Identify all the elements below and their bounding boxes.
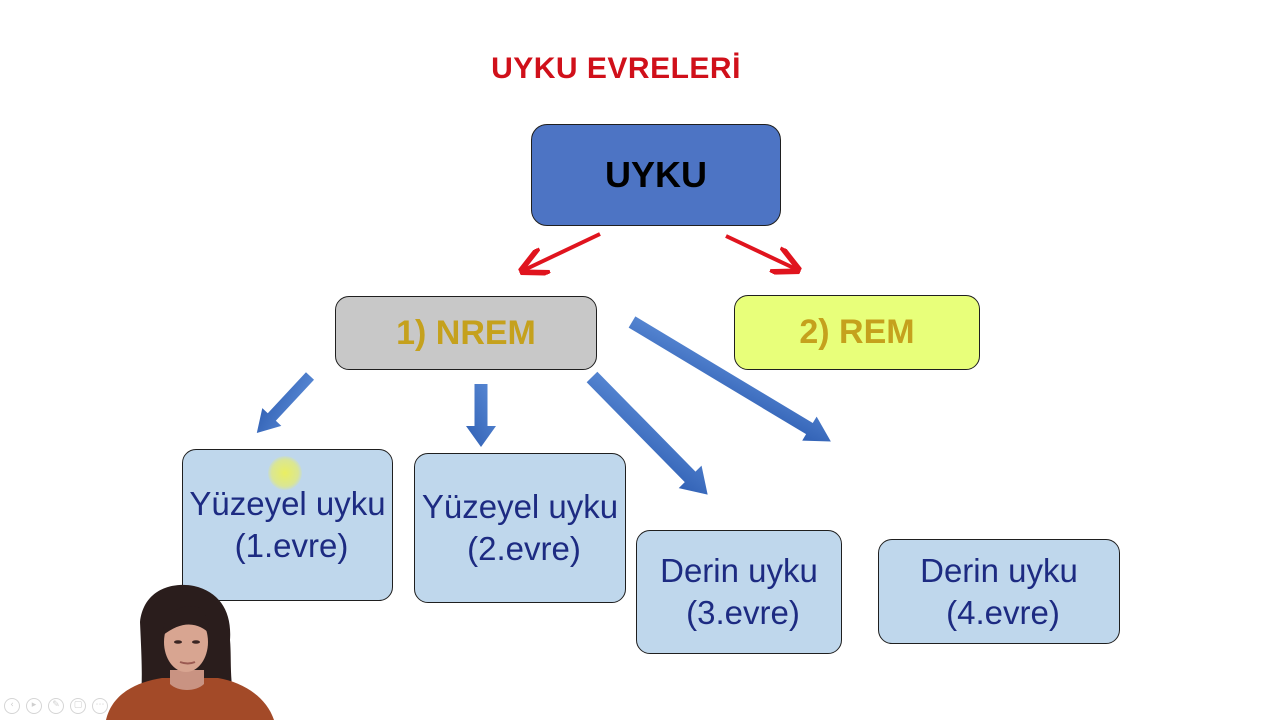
copy-icon[interactable]: ▢ xyxy=(70,698,86,714)
pen-icon[interactable]: ✎ xyxy=(48,698,64,714)
stage-2-subtitle: (2.evre) xyxy=(467,530,581,567)
laser-pointer-highlight xyxy=(268,456,302,490)
stage-3-title: Derin uyku xyxy=(660,552,818,589)
node-nrem: 1) NREM xyxy=(335,296,597,370)
arrow-nrem-to-stage-3 xyxy=(586,371,708,495)
stage-node-4: Derin uyku (4.evre) xyxy=(878,539,1120,644)
stage-4-title: Derin uyku xyxy=(920,551,1078,589)
arrow-nrem-to-stage-2 xyxy=(466,384,496,447)
arrow-nrem-to-stage-1 xyxy=(256,372,315,434)
stage-1-subtitle: (1.evre) xyxy=(234,527,349,564)
node-rem: 2) REM xyxy=(734,295,980,370)
stage-node-3: Derin uyku (3.evre) xyxy=(636,530,842,654)
stage-node-2: Yüzeyel uyku (2.evre) xyxy=(414,453,626,603)
root-node-uyku: UYKU xyxy=(531,124,781,226)
stage-2-title: Yüzeyel uyku xyxy=(421,488,619,525)
arrow-nrem-to-stage-4 xyxy=(628,316,831,442)
stage-4-subtitle: (4.evre) xyxy=(946,593,1060,631)
diagram-title: UYKU EVRELERİ xyxy=(491,52,741,85)
stage-3-subtitle: (3.evre) xyxy=(686,594,800,631)
arrow-uyku-to-nrem xyxy=(522,232,601,271)
player-controls: ‹ ▸ ✎ ▢ ⋯ xyxy=(4,698,108,714)
stage-1-title: Yüzeyel uyku xyxy=(189,485,386,522)
play-icon[interactable]: ▸ xyxy=(26,698,42,714)
arrow-uyku-to-rem xyxy=(725,234,798,270)
more-icon[interactable]: ⋯ xyxy=(92,698,108,714)
presenter-webcam-image xyxy=(106,584,274,720)
previous-icon[interactable]: ‹ xyxy=(4,698,20,714)
